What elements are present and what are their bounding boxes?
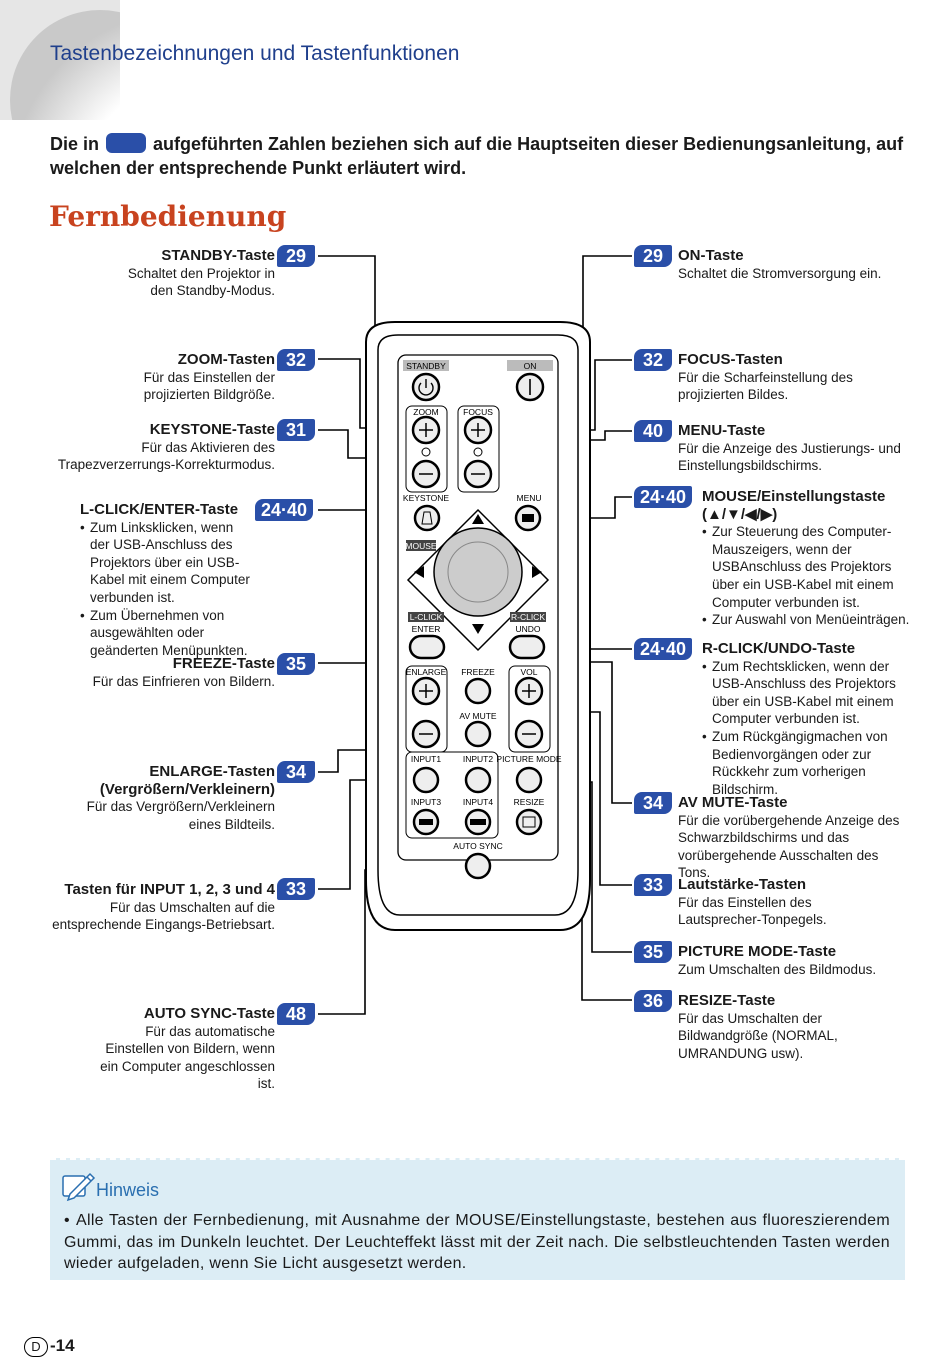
- picture-mode-button: [515, 766, 543, 794]
- badge-rclick: 24·40: [634, 638, 693, 660]
- corner-decoration: [0, 0, 120, 120]
- resize-button: [515, 808, 543, 836]
- hint-text: •Alle Tasten der Fernbedienung, mit Ausn…: [64, 1212, 890, 1272]
- label-enter: ENTER: [412, 624, 441, 634]
- badge-auto-sync: 48: [277, 1003, 315, 1025]
- label-enlarge-tasten: ENLARGE-Tasten (Vergrößern/Verkleinern) …: [86, 763, 275, 832]
- label-focus-tasten: FOCUS-Tasten Für die Scharfeinstellung d…: [678, 351, 853, 403]
- pencil-note-icon: [62, 1172, 96, 1202]
- label-picture-mode: PICTURE MODE: [496, 754, 562, 764]
- intro-after: aufgeführten Zahlen beziehen sich auf di…: [50, 134, 904, 178]
- label-standby-taste: STANDBY-Taste Schaltet den Projektor in …: [127, 247, 275, 299]
- badge-focus: 32: [634, 349, 672, 371]
- label-menu: MENU: [516, 493, 541, 503]
- section-title: Fernbedienung: [49, 200, 287, 233]
- hint-title: Hinweis: [96, 1180, 160, 1200]
- label-vol: VOL: [520, 667, 537, 677]
- label-rclick: R-CLICK: [511, 612, 545, 622]
- label-lautstaerke-tasten: Lautstärke-Tasten Für das Einstellen des…: [678, 876, 827, 928]
- label-zoom-tasten: ZOOM-Tasten Für das Einstellen der proji…: [143, 351, 275, 403]
- badge-mouse: 24·40: [634, 486, 693, 508]
- badge-input: 33: [277, 878, 315, 900]
- badge-freeze: 35: [277, 653, 315, 675]
- badge-standby: 29: [277, 245, 315, 267]
- badge-avmute: 34: [634, 792, 672, 814]
- auto-sync-button: [464, 852, 492, 880]
- label-keystone-taste: KEYSTONE-Taste Für das Aktivieren des Tr…: [57, 421, 275, 473]
- lclick-enter-button: [408, 634, 446, 660]
- label-undo: UNDO: [515, 624, 540, 634]
- input2-button: [464, 766, 492, 794]
- label-keystone: KEYSTONE: [403, 493, 449, 503]
- avmute-button: [464, 720, 492, 748]
- label-avmute: AV MUTE: [459, 711, 496, 721]
- badge-lclick: 24·40: [255, 499, 314, 521]
- badge-menu: 40: [634, 420, 672, 442]
- page-reference-box: [106, 133, 147, 153]
- input1-button: [412, 766, 440, 794]
- label-standby: STANDBY: [406, 361, 446, 371]
- intro-text: Die in aufgeführten Zahlen beziehen sich…: [50, 132, 920, 180]
- page-number: D-14: [24, 1336, 75, 1357]
- badge-enlarge: 34: [277, 761, 315, 783]
- label-menu-taste: MENU-Taste Für die Anzeige des Justierun…: [678, 422, 901, 474]
- label-on: ON: [524, 361, 537, 371]
- label-lclick-taste: L-CLICK/ENTER-Taste Zum Linksklicken, we…: [80, 501, 255, 659]
- freeze-button: [464, 677, 492, 705]
- label-enlarge: ENLARGE: [406, 667, 447, 677]
- label-focus: FOCUS: [463, 407, 493, 417]
- label-freeze-taste: FREEZE-Taste Für das Einfrieren von Bild…: [92, 655, 275, 689]
- label-rclick-taste: R-CLICK/UNDO-Taste Zum Rechtsklicken, we…: [702, 640, 912, 798]
- label-input2: INPUT2: [463, 754, 494, 764]
- label-on-taste: ON-Taste Schaltet die Stromversorgung ei…: [678, 247, 882, 281]
- label-picture-mode-taste: PICTURE MODE-Taste Zum Umschalten des Bi…: [678, 943, 877, 977]
- label-zoom: ZOOM: [413, 407, 439, 417]
- label-mouse: MOUSE: [405, 541, 437, 551]
- page-title: Tastenbezeichnungen und Tastenfunktionen: [50, 42, 460, 65]
- label-input1: INPUT1: [411, 754, 442, 764]
- label-resize-taste: RESIZE-Taste Für das Umschalten der Bild…: [678, 992, 838, 1061]
- badge-picture-mode: 35: [634, 941, 672, 963]
- label-lclick: L-CLICK: [410, 612, 443, 622]
- label-input3: INPUT3: [411, 797, 442, 807]
- label-input4: INPUT4: [463, 797, 494, 807]
- keystone-button: [413, 504, 441, 532]
- badge-resize: 36: [634, 990, 672, 1012]
- badge-zoom: 32: [277, 349, 315, 371]
- label-auto-sync-taste: AUTO SYNC-Taste Für das automatische Ein…: [100, 1005, 275, 1092]
- badge-keystone: 31: [277, 419, 315, 441]
- label-mouse-taste: MOUSE/Einstellungstaste (▲/▼/◀/▶) Zur St…: [702, 488, 912, 629]
- label-avmute-taste: AV MUTE-Taste Für die vorübergehende Anz…: [678, 794, 900, 881]
- badge-on: 29: [634, 245, 672, 267]
- page-letter-badge: D: [24, 1337, 48, 1357]
- label-input-tasten: Tasten für INPUT 1, 2, 3 und 4 Für das U…: [52, 881, 275, 933]
- rclick-undo-button: [508, 634, 546, 660]
- label-resize: RESIZE: [514, 797, 545, 807]
- hint-box: Hinweis •Alle Tasten der Fernbedienung, …: [50, 1158, 905, 1280]
- badge-volume: 33: [634, 874, 672, 896]
- intro-before: Die in: [50, 134, 100, 154]
- label-auto-sync: AUTO SYNC: [453, 841, 502, 851]
- label-freeze: FREEZE: [461, 667, 495, 677]
